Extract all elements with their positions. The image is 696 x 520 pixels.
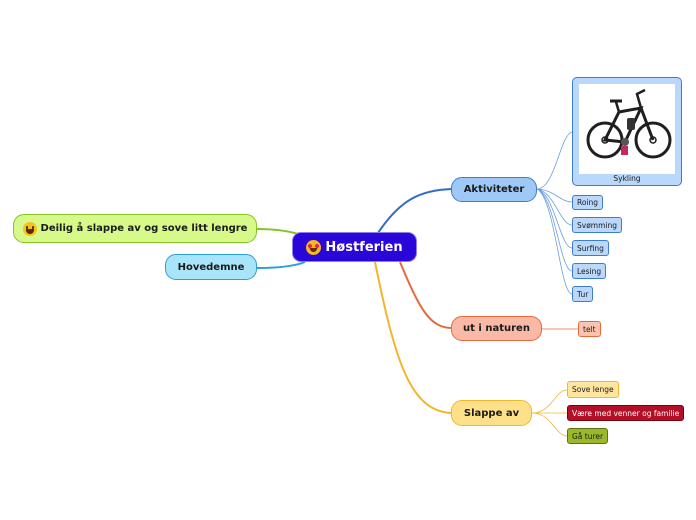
connector-hovedemne (256, 261, 306, 269)
connector-surfing (536, 188, 573, 249)
subtopic-roing[interactable]: Roing (572, 195, 604, 210)
topic-aktiviteter[interactable]: Aktiviteter (451, 177, 537, 202)
subtopic-lesing[interactable]: Lesing (572, 263, 607, 279)
grinning-emoji-icon (22, 221, 37, 236)
topic-ut-i-naturen[interactable]: ut i naturen (451, 316, 542, 341)
subtopic-tur[interactable]: Tur (572, 286, 594, 302)
subtopic-telt-label: telt (583, 324, 596, 334)
connector-tur (536, 188, 573, 295)
subtopic-svomming[interactable]: Svømming (572, 217, 622, 233)
central-topic[interactable]: Høstferien (292, 232, 417, 262)
subtopic-surfing-label: Surfing (577, 243, 604, 253)
connector-relax (256, 228, 299, 235)
subtopic-telt[interactable]: telt (578, 321, 601, 337)
subtopic-tur-label: Tur (577, 289, 589, 299)
star-eyes-emoji-icon (306, 239, 322, 255)
connector-roing (536, 188, 573, 203)
connector-natur (399, 261, 453, 329)
subtopic-roing-label: Roing (577, 198, 599, 207)
subtopic-svomming-label: Svømming (577, 220, 617, 230)
central-topic-label: Høstferien (325, 239, 403, 255)
subtopic-sove-lenge-label: Sove lenge (572, 385, 614, 394)
topic-deilig-slappe-av-label: Deilig å slappe av og sove litt lengre (40, 223, 248, 234)
topic-deilig-slappe-av[interactable]: Deilig å slappe av og sove litt lengre (13, 214, 257, 243)
topic-hovedemne[interactable]: Hovedemne (165, 254, 257, 280)
subtopic-ga-turer[interactable]: Gå turer (567, 428, 609, 444)
subtopic-surfing[interactable]: Surfing (572, 240, 609, 256)
connector-lesing (536, 188, 573, 272)
subtopic-ga-turer-label: Gå turer (572, 431, 604, 441)
subtopic-sykling-caption: Sykling (613, 174, 641, 183)
bicycle-icon (586, 88, 672, 159)
connector-slappe (374, 261, 453, 414)
connector-sykling (536, 131, 573, 190)
topic-slappe-av-label: Slappe av (463, 407, 520, 419)
subtopic-sove-lenge[interactable]: Sove lenge (567, 381, 619, 398)
subtopic-vaere-med-venner[interactable]: Være med venner og familie (567, 405, 685, 421)
topic-ut-i-naturen-label: ut i naturen (463, 323, 530, 334)
subtopic-vaere-med-venner-label: Være med venner og familie (572, 408, 680, 418)
topic-slappe-av[interactable]: Slappe av (451, 400, 532, 426)
connector-svomming (536, 188, 573, 226)
connector-ga-turer (531, 412, 568, 437)
bicycle-photo (579, 84, 675, 174)
connector-aktiviteter (377, 188, 453, 234)
topic-aktiviteter-label: Aktiviteter (463, 184, 525, 195)
subtopic-sykling-image[interactable]: Sykling (572, 77, 682, 186)
subtopic-lesing-label: Lesing (577, 266, 602, 276)
topic-hovedemne-label: Hovedemne (177, 261, 245, 273)
connector-sove (531, 389, 568, 414)
